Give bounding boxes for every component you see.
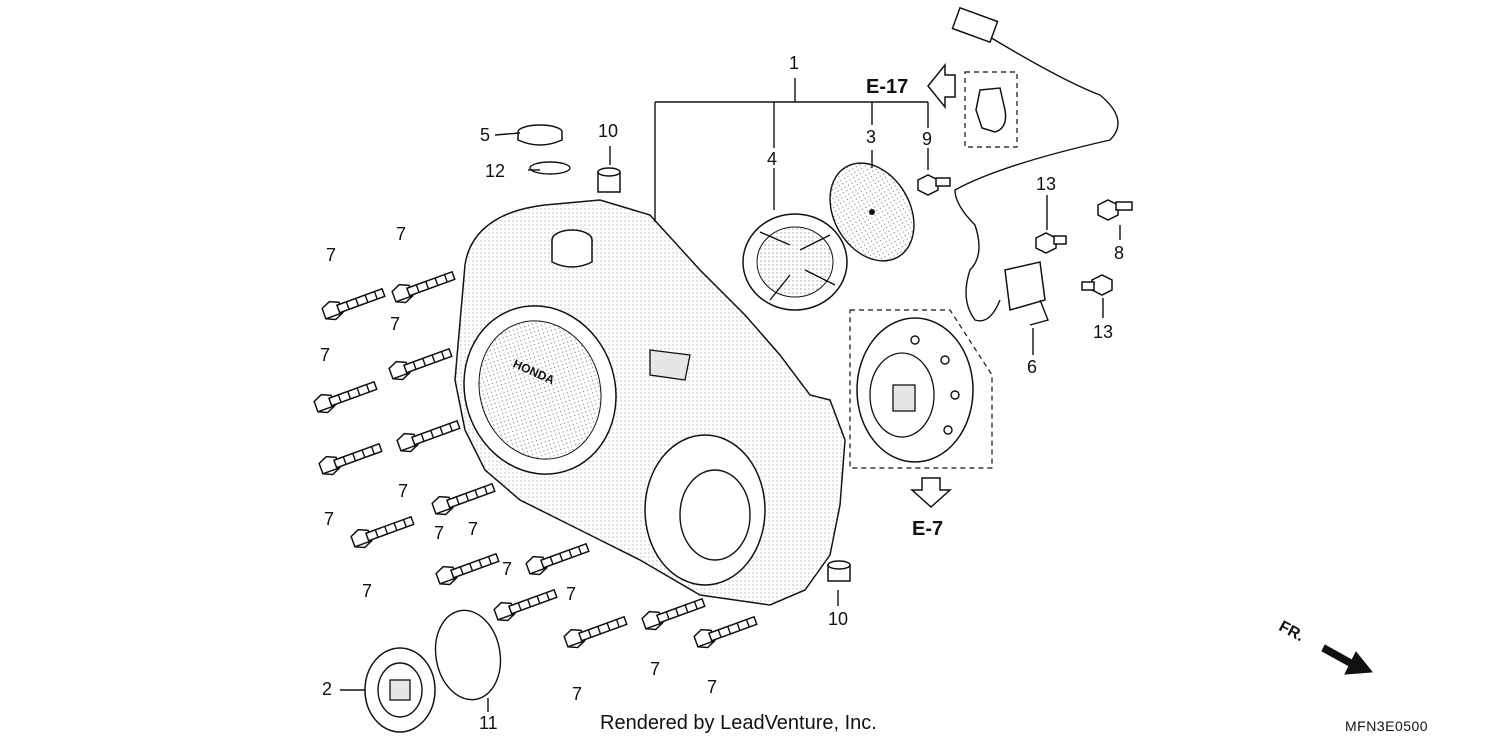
starter-clutch-rotor	[742, 213, 848, 311]
o-ring	[434, 609, 502, 701]
callout-7-j: 7	[502, 559, 513, 579]
callout-10-upper: 10	[598, 121, 619, 141]
callout-13-lower: 13	[1093, 322, 1114, 342]
clip-dashed-box	[964, 71, 1018, 148]
callout-7-l: 7	[650, 659, 661, 679]
connector	[951, 6, 999, 44]
crankcase-cover: HONDA	[454, 199, 846, 606]
callout-7-k: 7	[566, 584, 577, 604]
callout-7-f: 7	[324, 509, 335, 529]
fr-arrow	[1321, 644, 1373, 675]
callout-7-c: 7	[390, 314, 401, 334]
callout-2: 2	[322, 679, 333, 699]
callout-10-lower: 10	[828, 609, 849, 629]
dowel-pin-upper	[597, 167, 621, 193]
callout-7-a: 7	[326, 245, 337, 265]
callout-11: 11	[479, 713, 498, 733]
timing-hole-cap	[364, 647, 436, 733]
callout-9: 9	[922, 129, 933, 149]
callout-12: 12	[485, 161, 506, 181]
pulse-generator	[1004, 261, 1049, 326]
wire-harness	[954, 27, 1119, 322]
e7-arrow	[910, 477, 952, 509]
e17-arrow	[927, 62, 956, 110]
o-ring-washer	[529, 161, 571, 175]
bolt-8	[1097, 199, 1133, 221]
leader-lines	[340, 78, 1121, 712]
callout-3: 3	[866, 127, 877, 147]
callout-6: 6	[1027, 357, 1038, 377]
wire-clip	[975, 87, 1007, 133]
callout-7-g: 7	[468, 519, 479, 539]
diagram-code: MFN3E0500	[1345, 718, 1429, 734]
callout-7-e: 7	[398, 481, 409, 501]
callout-8: 8	[1114, 243, 1125, 263]
cover-plate	[829, 162, 915, 262]
callout-7-n: 7	[707, 677, 718, 697]
callout-7-d: 7	[320, 345, 331, 365]
callout-7-i: 7	[362, 581, 373, 601]
bolt-13-upper	[1035, 232, 1067, 254]
callout-5: 5	[480, 125, 491, 145]
flywheel	[856, 317, 974, 463]
callout-13-upper: 13	[1036, 174, 1057, 194]
ref-e17[interactable]: E-17	[866, 76, 909, 98]
callout-7-b: 7	[396, 224, 407, 244]
callout-4: 4	[767, 149, 778, 169]
bolt-13-lower	[1081, 274, 1113, 296]
ref-e7[interactable]: E-7	[912, 518, 944, 540]
flywheel-dashed-box	[849, 309, 993, 469]
bolt-9	[917, 174, 951, 196]
oil-filler-cap	[517, 124, 563, 146]
callout-7-h: 7	[434, 523, 445, 543]
dowel-pin-lower	[827, 560, 851, 582]
callout-7-m: 7	[572, 684, 583, 704]
render-credit: Rendered by LeadVenture, Inc.	[600, 712, 877, 734]
callout-1: 1	[789, 53, 800, 73]
